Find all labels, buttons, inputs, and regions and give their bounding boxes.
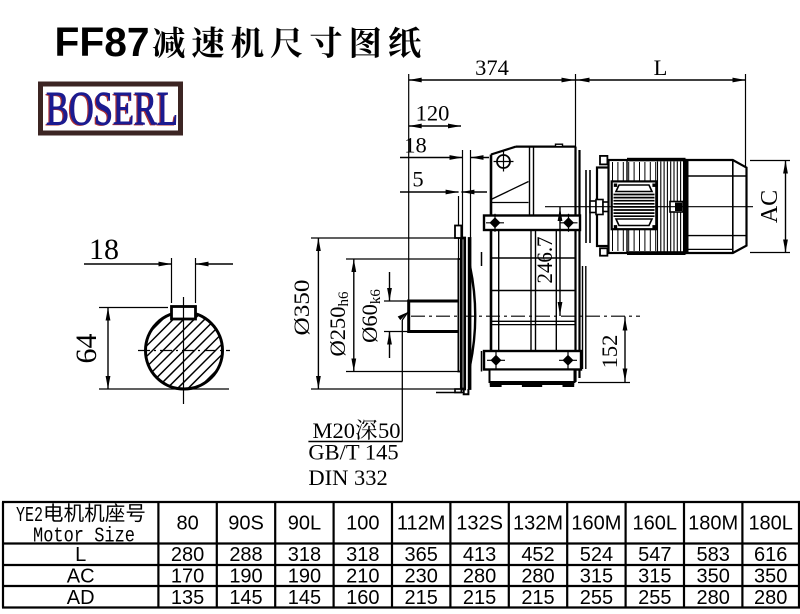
svg-text:135: 135 <box>171 587 204 609</box>
svg-text:315: 315 <box>638 566 671 588</box>
svg-text:180M: 180M <box>688 513 738 535</box>
svg-text:64: 64 <box>70 334 103 364</box>
svg-text:L: L <box>654 55 668 80</box>
svg-text:160L: 160L <box>633 513 678 535</box>
svg-text:90S: 90S <box>228 513 264 535</box>
svg-text:583: 583 <box>697 544 730 566</box>
svg-text:280: 280 <box>754 587 787 609</box>
svg-text:Ø250h6: Ø250h6 <box>325 291 352 357</box>
svg-text:5: 5 <box>412 167 423 192</box>
svg-text:M20: M20 <box>313 418 356 443</box>
svg-text:L: L <box>75 544 86 566</box>
svg-text:255: 255 <box>638 587 671 609</box>
svg-text:365: 365 <box>405 544 438 566</box>
svg-text:230: 230 <box>405 566 438 588</box>
svg-text:413: 413 <box>463 544 496 566</box>
svg-text:FF87: FF87 <box>55 19 150 65</box>
svg-text:215: 215 <box>463 587 496 609</box>
svg-text:350: 350 <box>754 566 787 588</box>
svg-text:BOSERL: BOSERL <box>45 85 177 137</box>
svg-text:160M: 160M <box>571 513 621 535</box>
svg-text:190: 190 <box>288 566 321 588</box>
svg-text:318: 318 <box>288 544 321 566</box>
svg-text:DIN 332: DIN 332 <box>308 465 387 490</box>
svg-text:AC: AC <box>757 190 783 223</box>
svg-text:120: 120 <box>416 101 450 126</box>
svg-text:215: 215 <box>405 587 438 609</box>
svg-text:318: 318 <box>346 544 379 566</box>
svg-text:Ø350: Ø350 <box>289 280 314 336</box>
svg-text:374: 374 <box>475 55 509 80</box>
svg-text:132M: 132M <box>513 513 563 535</box>
svg-text:BOSERL: BOSERL <box>46 84 178 136</box>
svg-text:145: 145 <box>288 587 321 609</box>
svg-text:210: 210 <box>346 566 379 588</box>
svg-text:180L: 180L <box>748 513 793 535</box>
svg-text:524: 524 <box>580 544 613 566</box>
svg-text:18: 18 <box>89 233 119 266</box>
svg-text:80: 80 <box>176 513 198 535</box>
svg-text:YE2: YE2 <box>16 505 43 528</box>
svg-text:AD: AD <box>67 587 95 609</box>
svg-text:255: 255 <box>580 587 613 609</box>
svg-text:AC: AC <box>67 566 95 588</box>
svg-text:280: 280 <box>697 587 730 609</box>
svg-text:170: 170 <box>171 566 204 588</box>
svg-text:GB/T 145: GB/T 145 <box>308 440 398 465</box>
svg-text:50: 50 <box>378 418 401 443</box>
svg-text:112M: 112M <box>397 513 446 535</box>
svg-text:160: 160 <box>346 587 379 609</box>
svg-text:18: 18 <box>404 133 427 158</box>
svg-text:288: 288 <box>229 544 262 566</box>
svg-text:246.7: 246.7 <box>532 237 557 284</box>
svg-text:452: 452 <box>521 544 554 566</box>
svg-text:280: 280 <box>171 544 204 566</box>
svg-text:Motor Size: Motor Size <box>33 526 135 549</box>
svg-text:616: 616 <box>754 544 787 566</box>
svg-text:145: 145 <box>229 587 262 609</box>
svg-text:152: 152 <box>597 335 622 369</box>
svg-text:315: 315 <box>580 566 613 588</box>
svg-text:350: 350 <box>697 566 730 588</box>
svg-text:90L: 90L <box>288 513 321 535</box>
svg-text:132S: 132S <box>456 513 503 535</box>
svg-text:280: 280 <box>463 566 496 588</box>
svg-text:100: 100 <box>346 513 379 535</box>
svg-text:190: 190 <box>229 566 262 588</box>
svg-text:547: 547 <box>638 544 671 566</box>
svg-text:215: 215 <box>521 587 554 609</box>
svg-text:280: 280 <box>521 566 554 588</box>
